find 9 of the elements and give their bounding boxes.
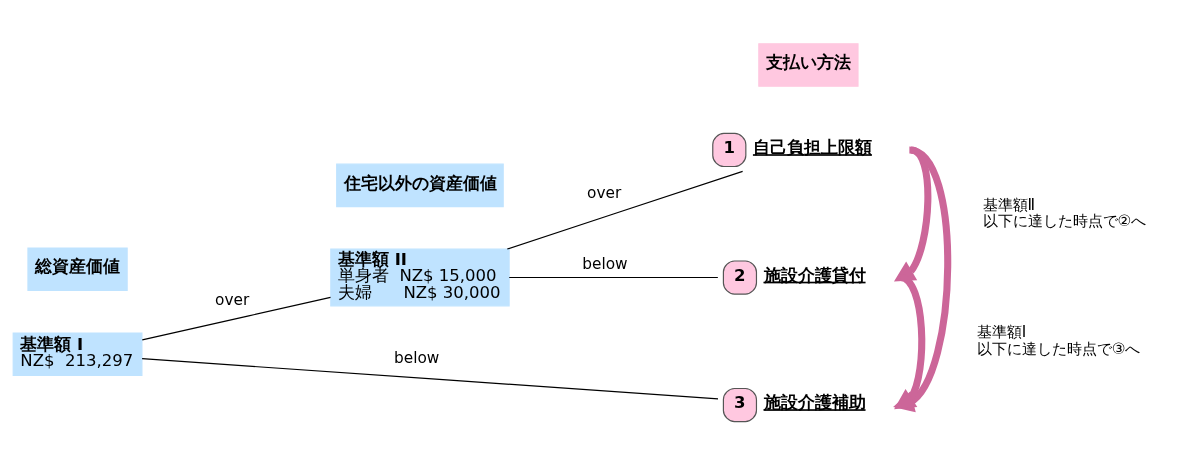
edge-label: over xyxy=(587,183,622,202)
edge-label: below xyxy=(393,348,440,367)
edge-label: over xyxy=(215,291,250,310)
node-label: 施設介護貸付 xyxy=(763,265,866,285)
node-label: 自己負担上限額 xyxy=(752,138,872,158)
edge-label: below xyxy=(582,254,628,273)
edge-label: 基準額Ⅱ 以下に達した時点で②へ xyxy=(982,195,1147,231)
node-label: 施設介護補助 xyxy=(763,393,866,413)
edge-label: 基準額Ⅰ 以下に達した時点で③へ xyxy=(976,323,1141,358)
